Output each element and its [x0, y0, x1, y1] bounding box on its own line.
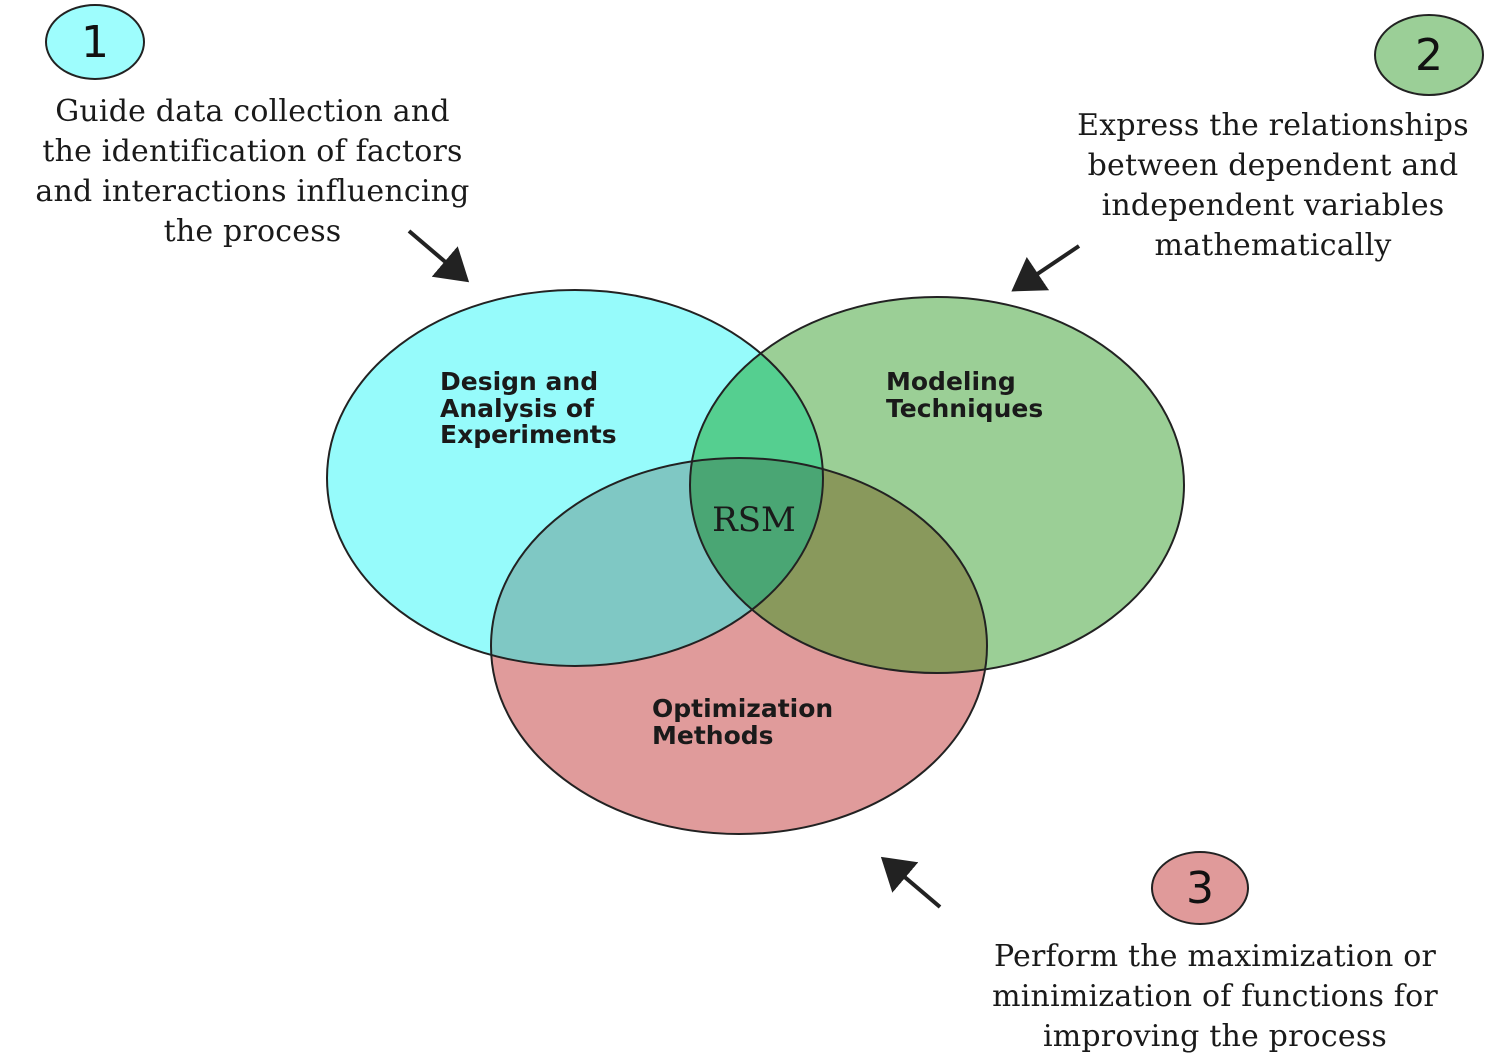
step-2-badge: 2 [1374, 14, 1484, 96]
step-3-number: 3 [1186, 862, 1214, 914]
step-2-description: Express the relationships between depend… [1077, 108, 1469, 263]
step-1-badge: 1 [45, 4, 145, 80]
modeling-label-line2: Techniques [886, 394, 1043, 423]
doe-label-line3: Experiments [440, 420, 617, 449]
circle-optimization-outline [490, 457, 988, 835]
arrow-icon-2 [1011, 244, 1081, 292]
arrow-icon-1 [407, 229, 470, 283]
step-3-description: Perform the maximization or minimization… [992, 939, 1438, 1054]
step-1-description: Guide data collection and the identifica… [35, 94, 470, 249]
step-3-badge: 3 [1151, 851, 1249, 925]
doe-label-line2: Analysis of [440, 394, 595, 423]
arrow-icon-3 [880, 856, 942, 909]
circle-modeling-outline [689, 296, 1185, 674]
modeling-label-line1: Modeling [886, 367, 1016, 396]
step-1-number: 1 [81, 16, 109, 68]
center-label: RSM [712, 500, 796, 540]
optimization-label-line1: Optimization [652, 694, 833, 723]
optimization-label-line2: Methods [652, 721, 774, 750]
doe-label-line1: Design and [440, 367, 598, 396]
step-2-number: 2 [1415, 29, 1443, 81]
circle-doe-outline [326, 289, 824, 667]
